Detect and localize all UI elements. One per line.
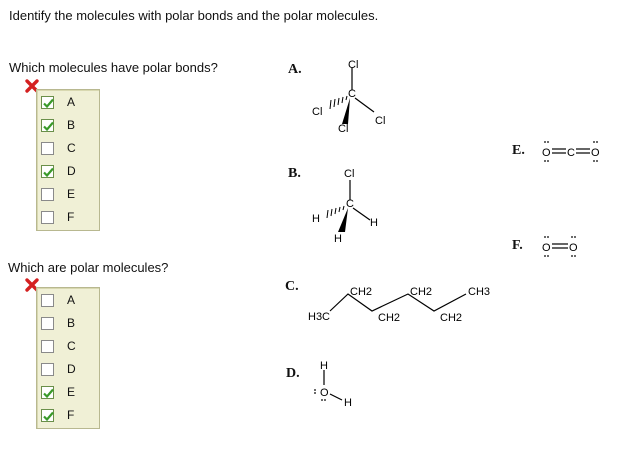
q1-option-b[interactable]: B xyxy=(37,115,99,137)
option-label: C xyxy=(67,339,76,353)
option-label: B xyxy=(67,118,76,132)
question-polar-molecules: Which are polar molecules? xyxy=(8,260,169,275)
atom-label: H xyxy=(320,360,328,372)
atom-label: Cl xyxy=(338,123,348,135)
molecule-e-structure: O C O xyxy=(542,141,600,162)
option-label: D xyxy=(67,362,76,376)
checkmark-icon xyxy=(43,388,54,399)
question-polar-bonds: Which molecules have polar bonds? xyxy=(9,60,218,75)
atom-label: C xyxy=(348,88,356,100)
atom-label: O xyxy=(591,147,600,159)
option-label: D xyxy=(67,164,76,178)
option-label: E xyxy=(67,385,76,399)
option-label: F xyxy=(67,408,75,422)
atom-label: C xyxy=(346,198,354,210)
atom-label: Cl xyxy=(312,106,322,118)
q2-option-e[interactable]: E xyxy=(37,382,99,404)
molecule-label-e: E. xyxy=(512,143,525,158)
atom-label: H xyxy=(312,213,320,225)
molecule-c-structure: H3C CH2 CH2 CH2 CH2 CH3 xyxy=(308,286,490,324)
molecule-f-structure: O O xyxy=(542,236,578,257)
option-label: A xyxy=(67,95,76,109)
checkbox-checked[interactable] xyxy=(41,96,54,109)
checkbox[interactable] xyxy=(41,211,54,224)
option-label: F xyxy=(67,210,75,224)
q2-option-d[interactable]: D xyxy=(37,359,99,381)
atom-label: O xyxy=(542,242,551,254)
q1-option-a[interactable]: A xyxy=(37,92,99,114)
molecule-b-structure: Cl C H H H xyxy=(312,168,378,245)
instruction-text: Identify the molecules with polar bonds … xyxy=(9,8,379,23)
checkbox-checked[interactable] xyxy=(41,386,54,399)
atom-label: CH2 xyxy=(378,312,400,324)
checkbox[interactable] xyxy=(41,142,54,155)
atom-label: Cl xyxy=(348,59,358,71)
molecule-label-d: D. xyxy=(286,366,300,381)
option-label: B xyxy=(67,316,76,330)
checkmark-icon xyxy=(43,411,54,422)
atom-label: CH2 xyxy=(440,312,462,324)
atom-label: O xyxy=(569,242,578,254)
wrong-x-icon xyxy=(25,79,39,93)
q2-option-f[interactable]: F xyxy=(37,405,99,427)
q2-option-c[interactable]: C xyxy=(37,336,99,358)
option-label: A xyxy=(67,293,76,307)
option-label: E xyxy=(67,187,76,201)
q1-option-f[interactable]: F xyxy=(37,207,99,229)
option-label: C xyxy=(67,141,76,155)
q2-option-a[interactable]: A xyxy=(37,290,99,312)
atom-label: H3C xyxy=(308,311,330,323)
checkmark-icon xyxy=(43,98,54,109)
molecule-label-f: F. xyxy=(512,238,523,253)
atom-label: H xyxy=(344,397,352,408)
checkmark-icon xyxy=(43,167,54,178)
atom-label: O xyxy=(320,387,329,399)
q1-option-d[interactable]: D xyxy=(37,161,99,183)
atom-label: Cl xyxy=(344,168,354,180)
q1-option-c[interactable]: C xyxy=(37,138,99,160)
atom-label: C xyxy=(567,147,575,159)
checkbox-checked[interactable] xyxy=(41,165,54,178)
atom-label: O xyxy=(542,147,551,159)
q1-option-e[interactable]: E xyxy=(37,184,99,206)
q2-option-b[interactable]: B xyxy=(37,313,99,335)
molecule-label-c: C. xyxy=(285,279,299,294)
checkbox[interactable] xyxy=(41,363,54,376)
atom-label: CH3 xyxy=(468,286,490,298)
molecule-label-b: B. xyxy=(288,166,301,181)
atom-label: H xyxy=(334,233,342,245)
checkbox-checked[interactable] xyxy=(41,409,54,422)
molecule-d-structure: H O H xyxy=(314,360,352,408)
atom-label: Cl xyxy=(375,115,385,127)
molecule-a-structure: Cl C Cl Cl Cl xyxy=(312,59,385,135)
atom-label: CH2 xyxy=(410,286,432,298)
checkbox[interactable] xyxy=(41,340,54,353)
checkbox[interactable] xyxy=(41,188,54,201)
checkbox[interactable] xyxy=(41,294,54,307)
checkbox[interactable] xyxy=(41,317,54,330)
molecule-label-a: A. xyxy=(288,62,302,77)
wrong-x-icon xyxy=(25,278,39,292)
atom-label: CH2 xyxy=(350,286,372,298)
atom-label: H xyxy=(370,217,378,229)
checkbox-checked[interactable] xyxy=(41,119,54,132)
checkmark-icon xyxy=(43,121,54,132)
